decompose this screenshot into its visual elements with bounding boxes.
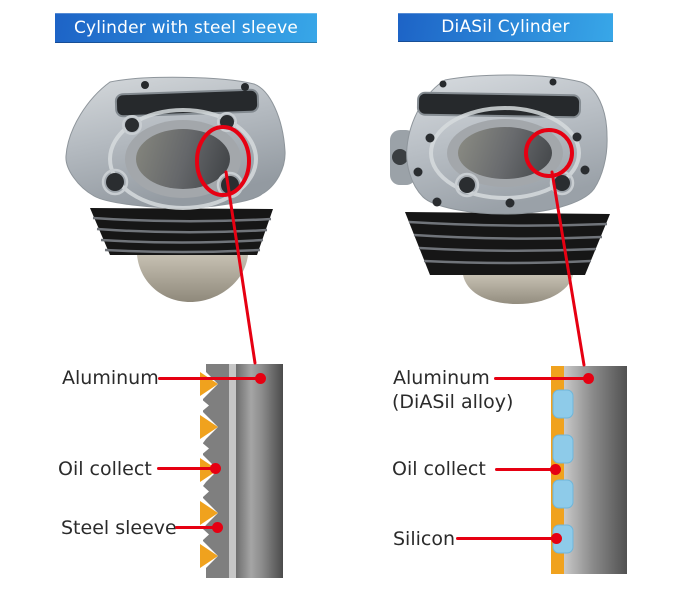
gasket-surface [429,106,581,200]
label-aluminum-right-line2: (DiASil alloy) [392,391,514,413]
label-oil-collect-right: Oil collect [392,458,486,480]
aluminum-wall [564,366,627,574]
leader-dot [583,373,594,384]
side-boss-hole [392,149,408,165]
leader-dot [551,533,562,544]
stud-hole [241,83,249,91]
stud-hole [141,81,149,89]
label-steel-sleeve: Steel sleeve [61,517,177,539]
leader-steel-sleeve [175,526,215,529]
leader-dot [210,463,221,474]
stud-hole [439,80,447,88]
sleeve-boundary [229,364,236,578]
cross-section-diasil [551,366,627,574]
highlight-circle [195,125,251,197]
label-aluminum-left: Aluminum [62,367,159,389]
cylinder-spigot [463,275,573,304]
panel-title-steel-sleeve: Cylinder with steel sleeve [55,13,317,43]
stud-hole [549,78,557,86]
cylinder-bore [136,129,230,189]
leader-oil-collect-left [157,467,214,470]
leader-dot [212,522,223,533]
aluminum-wall [236,364,283,578]
leader-aluminum-left [158,377,261,380]
cylinder-spigot [137,255,248,302]
label-aluminum-right-line1: Aluminum [393,367,490,389]
leader-silicon [456,537,554,540]
leader-aluminum-right [494,377,586,380]
cooling-fins [405,212,610,275]
cam-chain-slot [114,88,260,118]
cylinder-photo-steel-sleeve [65,76,286,302]
leader-dot [255,373,266,384]
cylinder-photo-diasil [390,74,610,304]
panel-title-diasil: DiASil Cylinder [398,13,613,42]
gasket-surface [108,108,258,210]
stud-holes [413,132,590,208]
silicon-particles [552,389,574,554]
label-silicon: Silicon [393,528,456,550]
cross-section-steel-sleeve [200,364,283,578]
leader-dot [550,464,561,475]
highlight-circle [524,128,574,178]
label-oil-collect-left: Oil collect [58,458,152,480]
leader-oil-collect-right [495,468,553,471]
cam-chain-slot [416,91,582,119]
